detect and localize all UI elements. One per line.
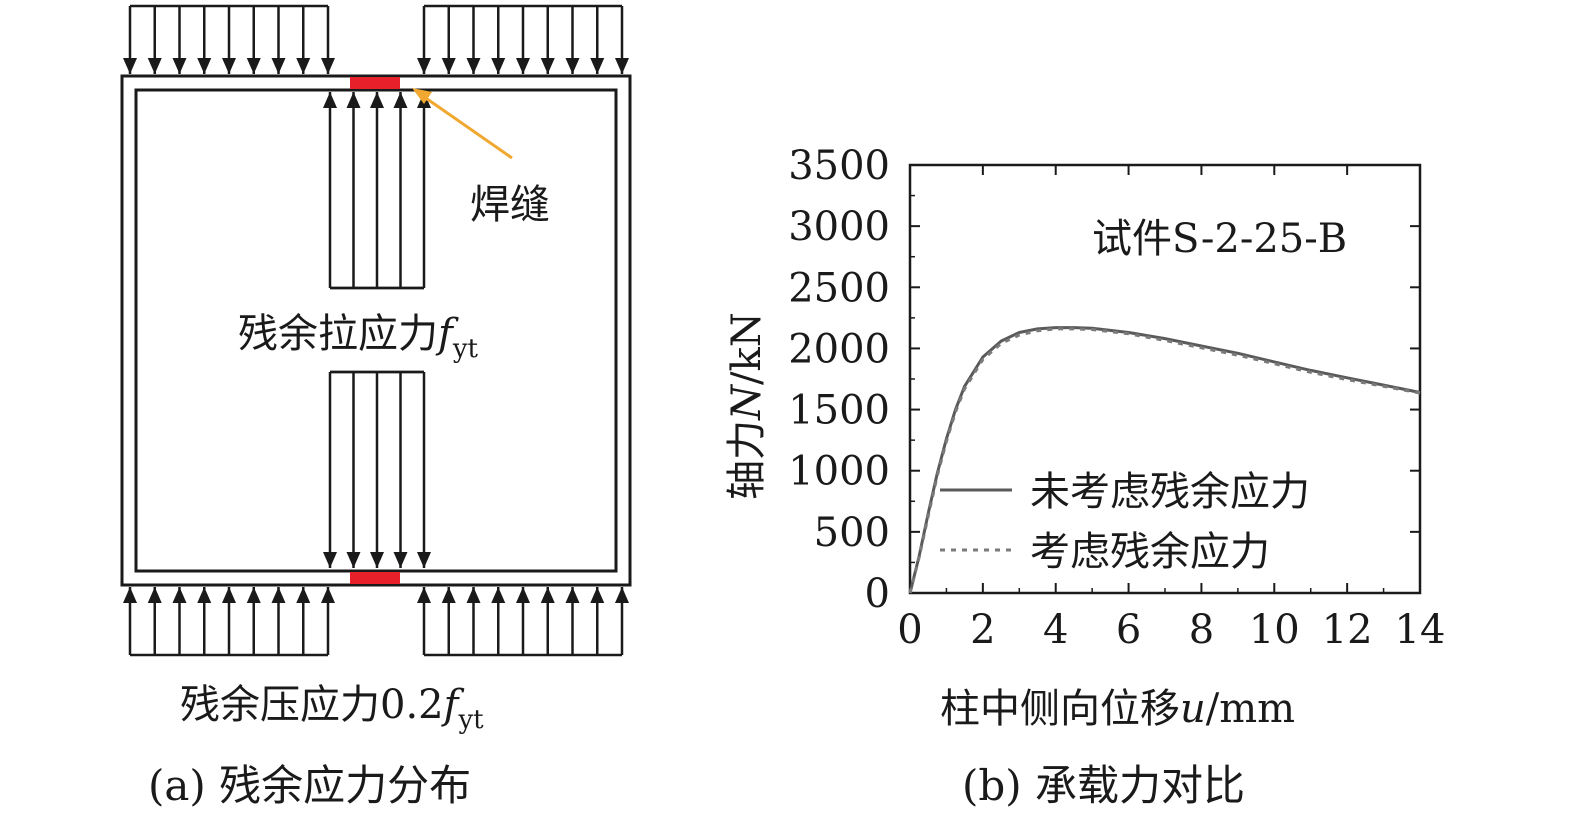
panel-a: 焊缝 残余拉应力fyt 残余压应力0.2fyt (a) 残余应力分布 [120, 4, 632, 810]
x-tick-label: 12 [1322, 607, 1373, 653]
y-axis-label: 轴力N/kN [724, 312, 770, 500]
weld-bottom [350, 572, 400, 584]
tension-label: 残余拉应力fyt [238, 311, 479, 364]
inner-box [134, 88, 618, 573]
y-tick-label: 1000 [788, 449, 890, 495]
series-line-dashed [908, 327, 1421, 594]
arrows-top-right [417, 4, 629, 74]
y-tick-label: 2000 [788, 326, 890, 372]
weld-label: 焊缝 [470, 182, 550, 228]
legend-label-solid: 未考虑残余应力 [1030, 469, 1310, 515]
chart-series [908, 326, 1421, 594]
x-tick-label: 6 [1116, 607, 1141, 653]
caption-a: (a) 残余应力分布 [148, 761, 471, 810]
chart-axes: 0 2 4 6 8 10 12 14 0 500 1000 1500 2000 2500 3000 3500 [788, 143, 1445, 653]
arrows-bottom-right [417, 587, 629, 657]
weld-pointer-arrow [419, 92, 513, 160]
y-tick-label: 2500 [788, 265, 890, 311]
x-axis-label: 柱中侧向位移u/mm [940, 686, 1295, 732]
outer-box [120, 74, 632, 587]
x-tick-label: 4 [1043, 607, 1068, 653]
arrow-groups [123, 4, 629, 657]
compression-label: 残余压应力0.2fyt [180, 682, 484, 735]
arrows-bottom-left [123, 587, 335, 657]
y-tick-label: 1500 [788, 388, 890, 434]
x-tick-label: 2 [970, 607, 995, 653]
x-tick-label: 8 [1189, 607, 1214, 653]
arrows-tension-top [323, 92, 431, 290]
x-tick-label: 10 [1249, 607, 1300, 653]
y-tick-label: 3500 [788, 143, 890, 189]
chart-title: 试件S-2-25-B [1092, 216, 1347, 262]
y-tick-label: 3000 [788, 204, 890, 250]
y-tick-label: 500 [814, 510, 890, 556]
weld-top [350, 77, 400, 89]
x-tick-label: 0 [897, 607, 922, 653]
arrows-top-left [123, 4, 335, 74]
caption-b: (b) 承载力对比 [962, 761, 1245, 810]
weld-pointer-head [412, 88, 432, 104]
arrows-tension-bottom [323, 370, 431, 568]
x-tick-label: 14 [1395, 607, 1446, 653]
y-tick-label: 0 [865, 571, 890, 617]
legend-label-dashed: 考虑残余应力 [1030, 529, 1270, 575]
